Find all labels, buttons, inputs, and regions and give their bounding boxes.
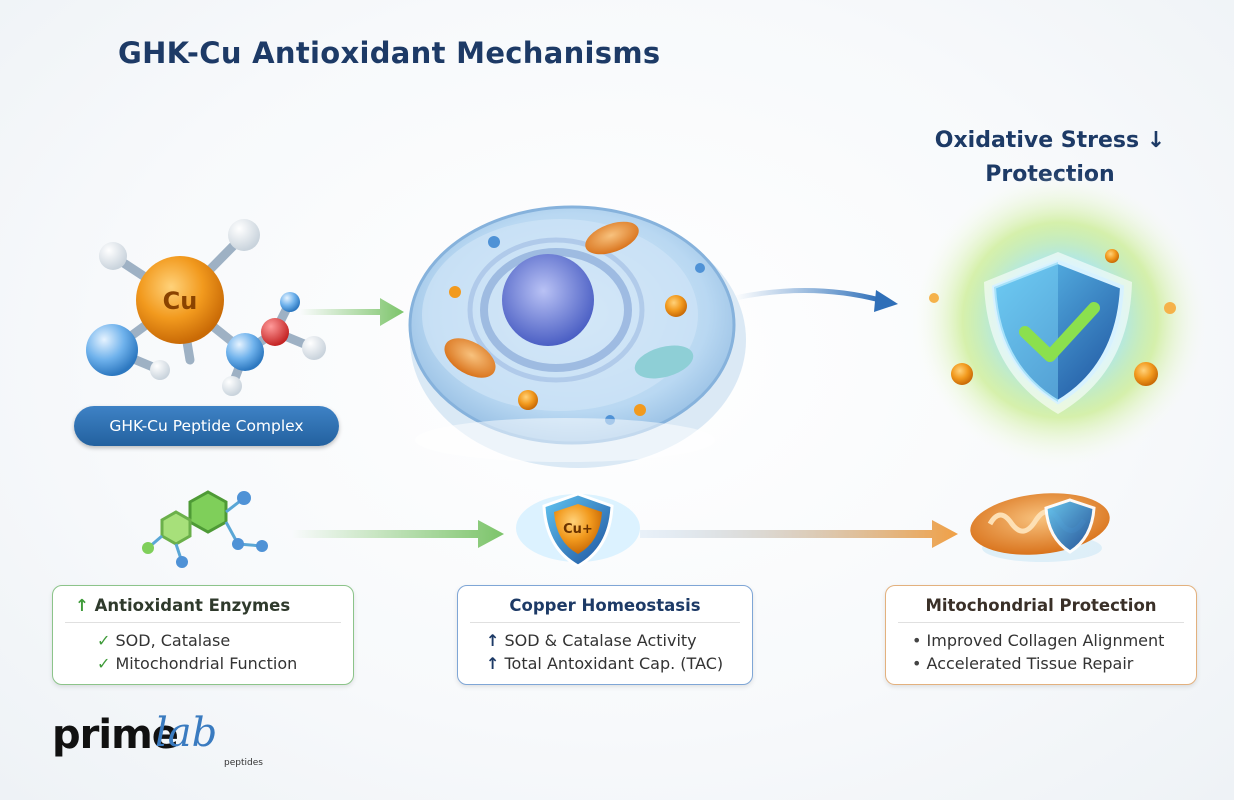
check-icon: ✓ <box>97 654 110 673</box>
card-line: ↑ Total Antoxidant Cap. (TAC) <box>458 654 752 673</box>
cell-icon <box>410 207 746 468</box>
peptide-chain-icon <box>142 491 268 568</box>
up-arrow-icon: ↑ <box>75 596 89 615</box>
card-title: ↑ Antioxidant Enzymes <box>65 596 341 623</box>
card-title: Mitochondrial Protection <box>898 596 1184 623</box>
arrow-cell-to-protection <box>735 290 880 300</box>
arrow-enzymes-to-copper <box>292 520 504 548</box>
card-line: • Improved Collagen Alignment <box>886 631 1196 650</box>
bullet-icon: • <box>912 654 921 673</box>
brand-logo: prime lab peptides <box>52 712 252 772</box>
card-line: • Accelerated Tissue Repair <box>886 654 1196 673</box>
mitochondria-shield-icon <box>967 487 1113 562</box>
card-line: ✓ SOD, Catalase <box>53 631 353 650</box>
card-copper-homeostasis: Copper Homeostasis ↑ SOD & Catalase Acti… <box>457 585 753 685</box>
copper-shield-label: Cu+ <box>563 522 593 537</box>
bullet-icon: • <box>912 631 921 650</box>
logo-subtitle: peptides <box>224 758 263 768</box>
card-line: ✓ Mitochondrial Function <box>53 654 353 673</box>
logo-lab: lab <box>155 710 217 756</box>
card-line: ↑ SOD & Catalase Activity <box>458 631 752 650</box>
up-arrow-icon: ↑ <box>486 631 499 650</box>
card-title: Copper Homeostasis <box>470 596 740 623</box>
up-arrow-icon: ↑ <box>486 654 499 673</box>
molecule-icon <box>86 219 326 396</box>
card-mitochondrial-protection: Mitochondrial Protection • Improved Coll… <box>885 585 1197 685</box>
molecule-caption: GHK-Cu Peptide Complex <box>74 406 339 446</box>
arrow-copper-to-mitochondria <box>640 520 958 548</box>
shield-check-icon <box>910 170 1210 470</box>
card-antioxidant-enzymes: ↑ Antioxidant Enzymes ✓ SOD, Catalase ✓ … <box>52 585 354 685</box>
check-icon: ✓ <box>97 631 110 650</box>
arrow-molecule-to-cell <box>300 298 404 326</box>
cu-atom-label: Cu <box>163 287 198 315</box>
